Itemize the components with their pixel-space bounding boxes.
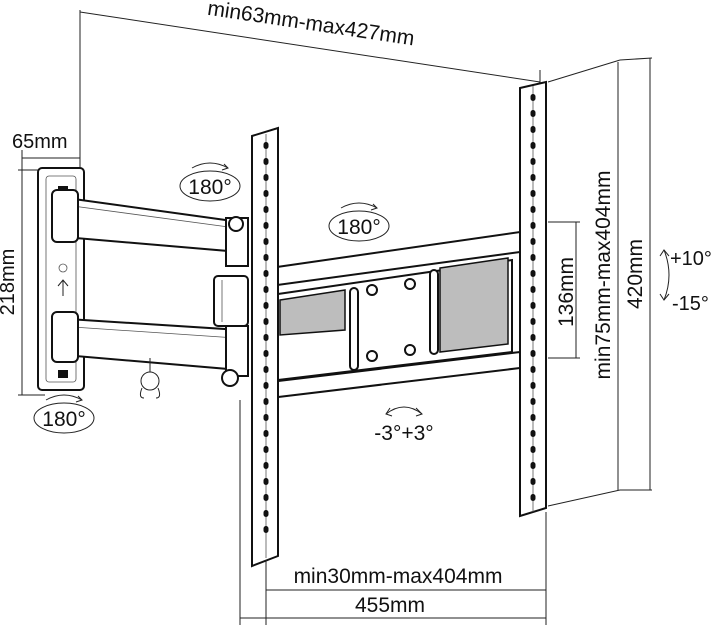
right-bar-hole — [530, 286, 536, 293]
vesa-range-label: min75mm-max404mm — [592, 171, 615, 380]
right-bar-hole — [530, 334, 536, 341]
tilt-up-label: +10° — [670, 248, 712, 270]
right-bar-hole — [530, 206, 536, 213]
right-bar-hole — [530, 350, 536, 357]
swivel-wall-label: 180° — [42, 408, 85, 431]
left-bar-hole — [263, 158, 269, 165]
right-bar-hole — [530, 94, 536, 101]
swivel-bracket-label: 180° — [337, 216, 380, 239]
bottom-dimensions — [239, 400, 547, 625]
right-bar-hole — [530, 126, 536, 133]
right-bar-hole — [530, 494, 536, 501]
left-bar-hole — [263, 350, 269, 357]
right-bar-hole — [530, 142, 536, 149]
left-bar-hole — [263, 302, 269, 309]
plate-width-label: 65mm — [12, 131, 68, 153]
right-bar-hole — [530, 110, 536, 117]
right-bar-hole — [530, 190, 536, 197]
right-bar-hole — [530, 430, 536, 437]
left-bar-hole — [263, 286, 269, 293]
left-bar-hole — [263, 254, 269, 261]
right-bar-hole — [530, 158, 536, 165]
right-bar-hole — [530, 398, 536, 405]
left-bar-hole — [263, 494, 269, 501]
right-bar-hole — [530, 318, 536, 325]
vesa-inner-dimension — [548, 221, 580, 359]
level-adjust-label: -3°+3° — [374, 422, 433, 445]
tilt-down-label: -15° — [672, 293, 709, 315]
swivel-wall-badge — [33, 394, 95, 434]
left-bar-hole — [263, 238, 269, 245]
right-bar-hole — [530, 382, 536, 389]
right-bar-hole — [530, 270, 536, 277]
plate-height-label: 218mm — [0, 249, 19, 316]
swivel-arm-label: 180° — [188, 176, 231, 199]
left-bar-hole — [263, 174, 269, 181]
upper-arm — [51, 189, 249, 267]
tilt-arrow-icon — [659, 249, 670, 301]
right-bar-hole — [530, 366, 536, 373]
right-bar-hole — [530, 414, 536, 421]
left-bar-hole — [263, 270, 269, 277]
hook — [139, 358, 161, 399]
left-bar-hole — [263, 510, 269, 517]
left-bar-hole — [263, 398, 269, 405]
left-bar-hole — [263, 526, 269, 533]
left-bar-hole — [263, 462, 269, 469]
right-bar-hole — [530, 478, 536, 485]
left-bar-hole — [263, 334, 269, 341]
pivot-joint — [213, 275, 249, 327]
overall-width-label: 455mm — [355, 594, 425, 617]
right-bar-hole — [530, 302, 536, 309]
swivel-bracket-badge — [328, 202, 390, 242]
right-bar-hole — [530, 238, 536, 245]
left-bar-hole — [263, 222, 269, 229]
vesa-inner-label: 136mm — [555, 257, 578, 327]
left-bar-hole — [263, 382, 269, 389]
left-bar-hole — [263, 366, 269, 373]
left-bar-hole — [263, 318, 269, 325]
left-bar-hole — [263, 478, 269, 485]
right-bar-hole — [530, 462, 536, 469]
left-bar-hole — [263, 206, 269, 213]
right-bar-hole — [530, 222, 536, 229]
left-bar-hole — [263, 414, 269, 421]
bracket-frame — [269, 230, 521, 400]
swivel-arm-badge — [179, 162, 241, 202]
left-bar-hole — [263, 446, 269, 453]
plate-width-dimension — [21, 150, 81, 170]
vesa-range-dimension — [547, 59, 621, 507]
top-width-label: min63mm-max427mm — [206, 0, 416, 50]
right-vertical-bar — [519, 80, 547, 518]
right-bar-hole — [530, 446, 536, 453]
overall-height-dimension — [619, 57, 653, 491]
left-bar-hole — [263, 430, 269, 437]
left-bar-hole — [263, 142, 269, 149]
left-bar-holes — [263, 142, 269, 533]
left-vertical-bar — [251, 126, 279, 568]
level-adjust-arrow-icon — [385, 406, 423, 417]
right-bar-holes — [530, 94, 536, 501]
vesa-horizontal-label: min30mm-max404mm — [294, 565, 503, 588]
right-bar-hole — [530, 254, 536, 261]
overall-height-label: 420mm — [624, 239, 647, 309]
right-bar-hole — [530, 174, 536, 181]
left-bar-hole — [263, 190, 269, 197]
